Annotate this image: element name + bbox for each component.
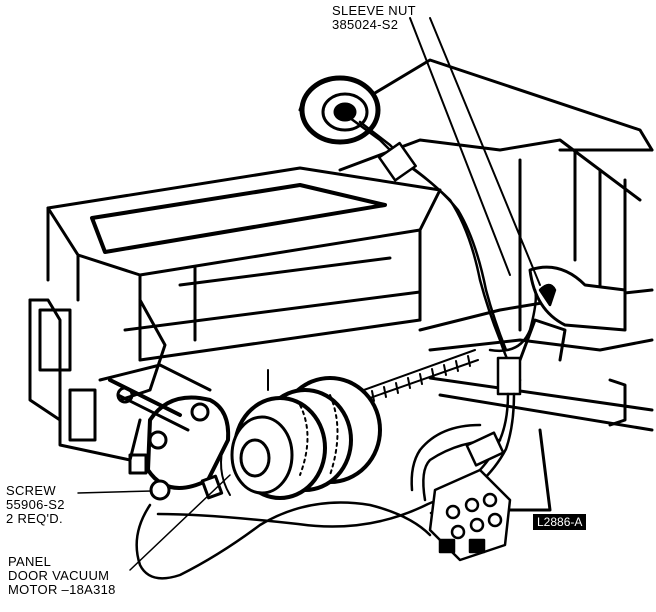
sleeve-nut-name: SLEEVE NUT (332, 3, 416, 18)
plenum-housing (28, 166, 442, 475)
vacuum-motor-label-line-3: MOTOR –18A318 (8, 582, 116, 597)
vacuum-connector-block (428, 468, 512, 562)
duct-structure (328, 58, 654, 512)
screw-name: SCREW (6, 483, 56, 498)
vacuum-motor-label-line-2: DOOR VACUUM (8, 568, 110, 583)
screw-quantity: 2 REQ'D. (6, 511, 63, 526)
figure-id-tag: L2886-A (533, 514, 587, 530)
mounting-bracket (108, 369, 269, 501)
knob (298, 75, 381, 145)
screw-part-number: 55906-S2 (6, 497, 65, 512)
sleeve-nut-label: SLEEVE NUT 385024-S2 (332, 4, 416, 32)
vacuum-motor-body (220, 376, 382, 500)
vacuum-motor-label-line-1: PANEL (8, 554, 52, 569)
leader-lines (77, 474, 231, 571)
sleeve-nut-part-number: 385024-S2 (332, 17, 399, 32)
screw-label: SCREW 55906-S2 2 REQ'D. (6, 484, 65, 526)
vacuum-motor-label: PANEL DOOR VACUUM MOTOR –18A318 (8, 555, 116, 597)
